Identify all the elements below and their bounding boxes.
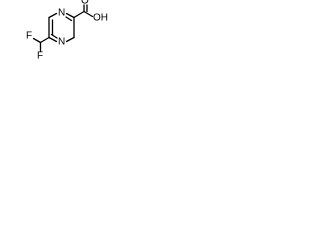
bond-c-oh	[83, 10, 94, 18]
bond-c3-chf2	[39, 36, 50, 44]
bond-n1-c6-inner	[65, 16, 73, 22]
difluoromethyl-group	[32, 36, 50, 52]
carbonyl-oxygen-label: O	[81, 0, 89, 7]
carboxylic-acid-group	[73, 4, 94, 19]
fluorine-upper-label: F	[26, 31, 32, 42]
bond-c6-carboxyl	[73, 10, 85, 19]
fluorine-lower-label: F	[37, 51, 43, 62]
nitrogen-top-label: N	[58, 8, 65, 19]
pyrazine-ring	[48, 12, 75, 43]
nitrogen-bottom-label: N	[58, 37, 65, 48]
bond-n1-c6	[65, 12, 75, 19]
hydroxyl-label: OH	[93, 13, 108, 24]
bond-c5-n4	[65, 36, 75, 43]
bond-c2-n1	[48, 12, 58, 19]
bond-c-f-upper	[32, 37, 42, 44]
chemical-structure: N N O OH F F	[26, 0, 108, 62]
bond-n4-c3	[48, 36, 58, 43]
